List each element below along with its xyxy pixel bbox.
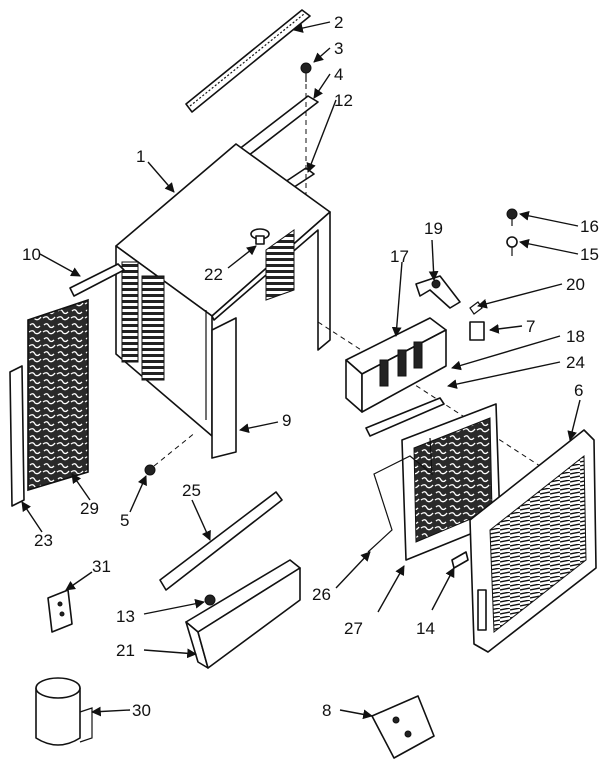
callout-27: 27 xyxy=(344,619,363,638)
callout-15: 15 xyxy=(580,245,599,264)
part-14-pin xyxy=(451,551,469,569)
callout-31: 31 xyxy=(92,557,111,576)
callout-30: 30 xyxy=(132,701,151,720)
part-25-foam-bar xyxy=(159,491,283,591)
callout-8: 8 xyxy=(322,701,331,720)
callout-23: 23 xyxy=(34,531,53,550)
part-21-bottom-rail xyxy=(185,559,301,669)
part-29-filter xyxy=(27,298,89,492)
callout-14: 14 xyxy=(416,619,435,638)
part-31-block xyxy=(47,589,73,633)
callout-17: 17 xyxy=(390,247,409,266)
callout-29: 29 xyxy=(80,499,99,518)
callout-2: 2 xyxy=(334,13,343,32)
callout-7: 7 xyxy=(526,317,535,336)
callout-26: 26 xyxy=(312,585,331,604)
part-26-wire-frame xyxy=(367,437,433,553)
callout-16: 16 xyxy=(580,217,599,236)
callout-20: 20 xyxy=(566,275,585,294)
part-10-side-strip xyxy=(69,263,125,297)
part-3-screw xyxy=(300,62,312,82)
part-23-bracket xyxy=(9,365,25,507)
callout-25: 25 xyxy=(182,481,201,500)
part-1-cabinet xyxy=(115,143,541,467)
part-8-bag xyxy=(371,695,435,759)
callout-6: 6 xyxy=(574,381,583,400)
callouts: 2 3 4 12 1 10 22 16 15 19 17 20 7 18 24 … xyxy=(22,13,599,720)
part-19-bracket xyxy=(415,275,461,309)
part-30-roll xyxy=(35,677,93,746)
callout-21: 21 xyxy=(116,641,135,660)
callout-13: 13 xyxy=(116,607,135,626)
part-13-screw xyxy=(204,594,216,606)
part-9-side-panel xyxy=(211,317,237,459)
part-22-knob xyxy=(250,228,270,245)
callout-1: 1 xyxy=(136,147,145,166)
callout-10: 10 xyxy=(22,245,41,264)
part-24-strip xyxy=(365,397,445,437)
callout-3: 3 xyxy=(334,39,343,58)
part-17-control-assembly xyxy=(345,317,447,413)
callout-12: 12 xyxy=(334,91,353,110)
callout-5: 5 xyxy=(120,511,129,530)
part-16-screw xyxy=(506,208,518,226)
part-5-screw xyxy=(144,431,197,476)
leader-lines xyxy=(21,21,581,720)
callout-19: 19 xyxy=(424,219,443,238)
part-20-clip xyxy=(469,301,483,315)
part-2-top-strip xyxy=(185,9,311,113)
callout-18: 18 xyxy=(566,327,585,346)
part-15-washer xyxy=(506,236,518,256)
callout-22: 22 xyxy=(204,265,223,284)
callout-4: 4 xyxy=(334,65,343,84)
callout-9: 9 xyxy=(282,411,291,430)
part-6-front-grille xyxy=(469,429,597,653)
part-7-connector xyxy=(469,321,485,341)
callout-24: 24 xyxy=(566,353,585,372)
